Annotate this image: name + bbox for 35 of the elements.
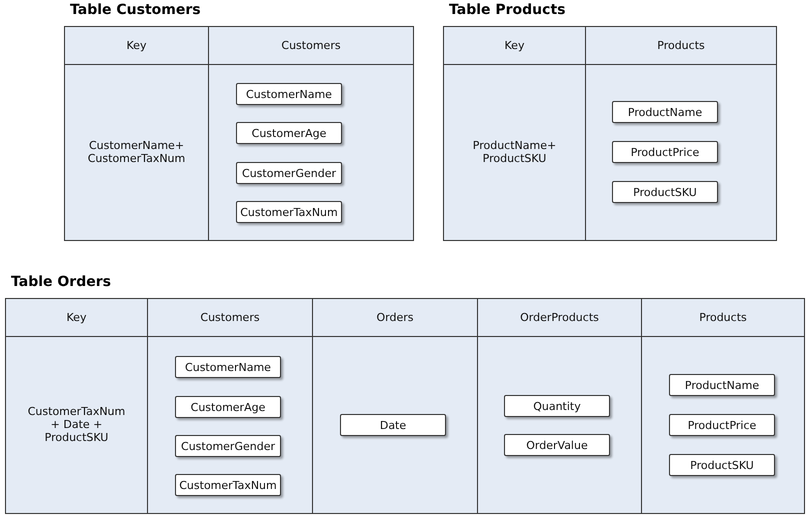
field-box: ProductPrice — [669, 414, 775, 436]
table-column — [443, 26, 586, 241]
column-header: Products — [586, 27, 776, 65]
table-column — [312, 298, 478, 514]
column-header: Customers — [209, 27, 413, 65]
key-text: CustomerName+ CustomerTaxNum — [86, 139, 186, 165]
field-box: CustomerAge — [175, 396, 281, 418]
field-box: ProductName — [612, 101, 718, 123]
field-box: ProductPrice — [612, 141, 718, 163]
table-column — [585, 26, 777, 241]
field-box: CustomerName — [175, 356, 281, 378]
table-column — [477, 298, 642, 514]
field-box: ProductName — [669, 374, 775, 396]
field-box: ProductSKU — [669, 454, 775, 476]
key-text: CustomerTaxNum + Date + ProductSKU — [26, 405, 126, 444]
table-title: Table Customers — [70, 2, 201, 18]
field-box: OrderValue — [504, 434, 610, 456]
table-column — [147, 298, 313, 514]
key-text: ProductName+ ProductSKU — [472, 139, 558, 165]
field-box: Quantity — [504, 395, 610, 417]
field-box: CustomerGender — [175, 435, 281, 457]
field-box: CustomerGender — [236, 162, 342, 184]
table-title: Table Orders — [11, 274, 111, 290]
table-column — [641, 298, 805, 514]
table-column — [64, 26, 209, 241]
field-box: CustomerTaxNum — [175, 474, 281, 496]
table-column — [208, 26, 414, 241]
field-box: ProductSKU — [612, 181, 718, 203]
column-header: Products — [642, 299, 804, 337]
field-box: CustomerName — [236, 83, 342, 105]
table-column — [5, 298, 148, 514]
table-title: Table Products — [449, 2, 566, 18]
field-box: CustomerTaxNum — [236, 201, 342, 223]
field-box: Date — [340, 414, 446, 436]
field-box: CustomerAge — [236, 122, 342, 144]
